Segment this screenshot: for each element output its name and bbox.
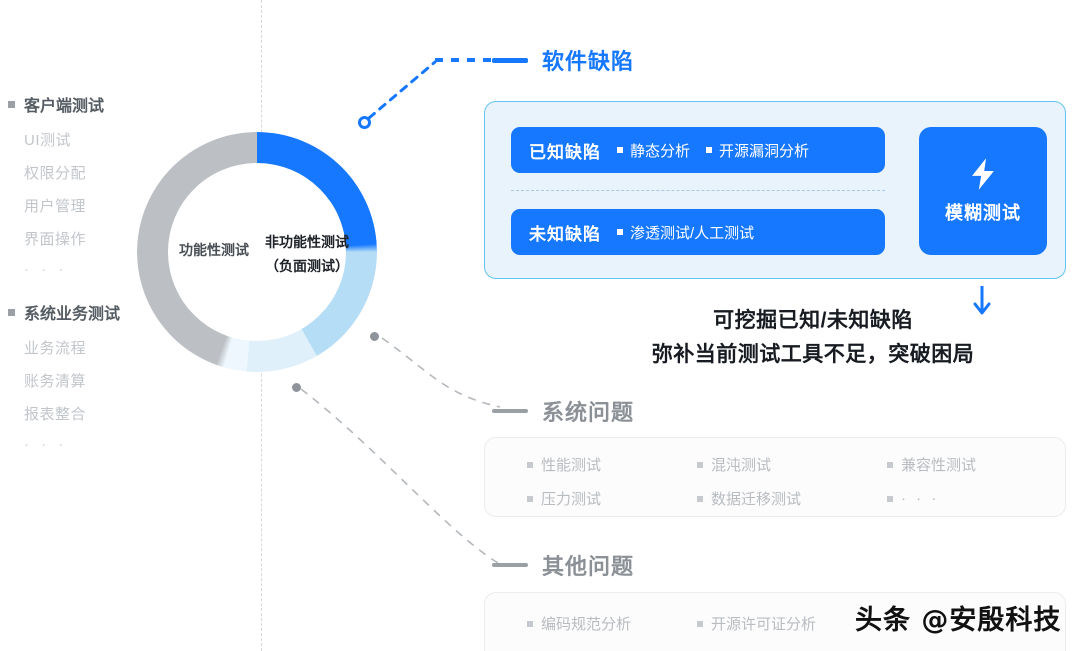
known-defect-item[interactable]: 开源漏洞分析	[706, 140, 809, 161]
watermark: 头条 @安殷科技	[855, 605, 1062, 636]
known-defect-item-label: 静态分析	[630, 142, 691, 160]
sidebar-item-user-mgmt[interactable]: 用户管理	[24, 198, 87, 215]
system-issue-item-label: 混沌测试	[711, 457, 772, 474]
defect-tagline: 可挖掘已知/未知缺陷 弥补当前测试工具不足，突破困局	[560, 304, 1066, 372]
section-dash-icon	[492, 563, 528, 567]
sidebar-group-client: 客户端测试 UI测试 权限分配 用户管理 界面操作 · · ·	[0, 92, 240, 278]
system-issue-item[interactable]: 压力测试	[527, 488, 697, 509]
connector-defect-diagonal	[367, 60, 437, 120]
connector-other	[300, 388, 499, 564]
bullet-square-icon	[617, 229, 623, 235]
section-title-defect: 软件缺陷	[542, 49, 635, 74]
defect-tagline-line2: 弥补当前测试工具不足，突破困局	[651, 343, 975, 366]
known-defect-item[interactable]: 静态分析	[617, 140, 690, 161]
system-issue-item-label: 性能测试	[541, 457, 602, 474]
section-dash-icon	[492, 409, 528, 413]
sidebar-item-ui-operation[interactable]: 界面操作	[24, 231, 87, 248]
other-issue-item-label: 开源许可证分析	[711, 616, 817, 633]
bullet-square-icon	[527, 495, 533, 502]
section-header-system: 系统问题	[492, 395, 634, 427]
donut-hole	[168, 163, 346, 341]
other-issue-item-label: 编码规范分析	[541, 616, 632, 633]
system-issue-item[interactable]: 兼容性测试	[887, 454, 976, 475]
unknown-defect-label: 未知缺陷	[529, 224, 601, 244]
bullet-square-icon	[527, 461, 533, 468]
system-issue-item[interactable]: 混沌测试	[697, 454, 887, 475]
known-defect-item-label: 开源漏洞分析	[719, 142, 810, 160]
donut-label-nonfunctional-line1: 非功能性测试	[265, 234, 349, 250]
sidebar-item-business-flow[interactable]: 业务流程	[24, 340, 87, 357]
fuzz-test-card[interactable]: 模糊测试	[919, 127, 1047, 255]
sidebar-item-ellipsis: · · ·	[24, 436, 68, 453]
system-issue-item-label: 数据迁移测试	[711, 491, 802, 508]
unknown-defect-items: 渗透测试/人工测试	[617, 222, 754, 243]
sidebar-item-report[interactable]: 报表整合	[24, 406, 87, 423]
system-issue-item-ellipsis: · · ·	[887, 490, 939, 507]
system-issue-item-label: 压力测试	[541, 491, 602, 508]
sidebar-group-title: 客户端测试	[0, 92, 240, 116]
section-dash-icon	[492, 57, 528, 63]
section-title-other: 其他问题	[542, 554, 635, 579]
unknown-defect-row[interactable]: 未知缺陷 渗透测试/人工测试	[511, 209, 885, 255]
sidebar-item-ui-test[interactable]: UI测试	[24, 132, 72, 149]
bullet-square-icon	[697, 461, 703, 468]
donut-label-nonfunctional-line2: （负面测试）	[265, 258, 349, 274]
other-issue-card: 编码规范分析 开源许可证分析	[484, 592, 1066, 651]
other-issue-item[interactable]: 开源许可证分析	[697, 613, 816, 634]
donut-node-other[interactable]	[290, 381, 303, 394]
system-issue-item[interactable]: 数据迁移测试	[697, 488, 887, 509]
bullet-square-icon	[617, 147, 623, 153]
system-issue-card: 性能测试 混沌测试 兼容性测试 压力测试 数据迁移测试 · · ·	[484, 437, 1066, 517]
donut-chart: 功能性测试 非功能性测试 （负面测试）	[137, 132, 377, 372]
connector-system	[381, 337, 501, 408]
bullet-square-icon	[887, 495, 893, 502]
sidebar-group-business: 系统业务测试 业务流程 账务清算 报表整合 · · ·	[0, 300, 240, 453]
unknown-defect-item-label: 渗透测试/人工测试	[630, 224, 755, 242]
bullet-square-icon	[8, 308, 15, 316]
donut-label-nonfunctional: 非功能性测试 （负面测试）	[265, 230, 395, 278]
section-header-defect: 软件缺陷	[492, 44, 634, 76]
sidebar-item-ellipsis: · · ·	[24, 261, 68, 278]
bullet-square-icon	[527, 620, 533, 627]
lightning-bolt-icon	[972, 158, 994, 190]
bullet-square-icon	[887, 461, 893, 468]
section-header-other: 其他问题	[492, 549, 634, 581]
donut-label-functional: 功能性测试	[179, 242, 249, 258]
other-issue-item[interactable]: 编码规范分析	[527, 613, 697, 634]
bullet-square-icon	[8, 100, 15, 108]
sidebar-group-title-label: 系统业务测试	[24, 306, 121, 323]
unknown-defect-item[interactable]: 渗透测试/人工测试	[617, 222, 754, 243]
sidebar-group-title-label: 客户端测试	[24, 98, 105, 115]
defect-tagline-line1: 可挖掘已知/未知缺陷	[713, 309, 913, 332]
bullet-square-icon	[697, 620, 703, 627]
sidebar-item-permission[interactable]: 权限分配	[24, 165, 87, 182]
system-issue-row: 压力测试 数据迁移测试 · · ·	[527, 488, 1047, 509]
sidebar: 客户端测试 UI测试 权限分配 用户管理 界面操作 · · · 系统业务测试 业…	[0, 92, 240, 471]
system-issue-row: 性能测试 混沌测试 兼容性测试	[527, 454, 1047, 475]
bullet-square-icon	[697, 495, 703, 502]
defect-row-divider	[511, 190, 885, 191]
known-defect-label: 已知缺陷	[529, 142, 601, 162]
other-issue-row: 编码规范分析 开源许可证分析	[527, 613, 1047, 634]
sidebar-group-title: 系统业务测试	[0, 300, 240, 324]
section-title-system: 系统问题	[542, 400, 635, 425]
fuzz-test-label: 模糊测试	[945, 203, 1021, 223]
known-defect-items: 静态分析 开源漏洞分析	[617, 140, 809, 161]
system-issue-item-label: · · ·	[901, 490, 940, 507]
bullet-square-icon	[706, 147, 713, 153]
system-issue-item-label: 兼容性测试	[901, 457, 977, 474]
defect-panel: 已知缺陷 静态分析 开源漏洞分析 未知缺陷 渗透测试/人工测试	[484, 101, 1066, 279]
system-issue-item[interactable]: 性能测试	[527, 454, 697, 475]
sidebar-item-account-settle[interactable]: 账务清算	[24, 373, 87, 390]
donut-node-defect[interactable]	[358, 116, 371, 129]
donut-node-system[interactable]	[368, 330, 381, 343]
known-defect-row[interactable]: 已知缺陷 静态分析 开源漏洞分析	[511, 127, 885, 173]
